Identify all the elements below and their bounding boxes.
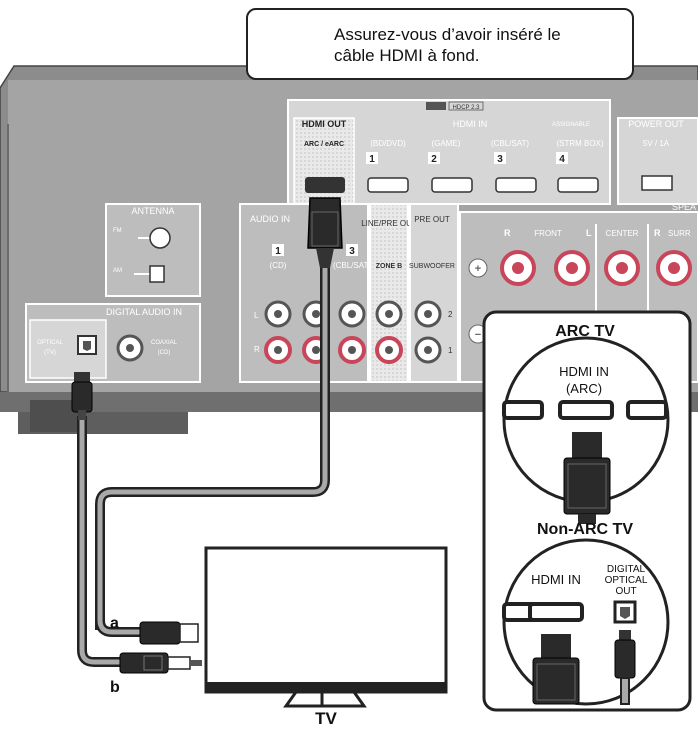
- optical-label: OPTICAL: [37, 340, 63, 346]
- hdmi-in-2-port: [431, 177, 473, 193]
- digital-audio-in-label: DIGITAL AUDIO IN: [106, 307, 182, 317]
- audio-in-section: AUDIO IN 1 (CD) 3 (CBL/SAT) L R: [239, 203, 371, 383]
- hdmi-in-label: HDMI IN: [453, 119, 488, 129]
- coaxial-cd-label: (CD): [158, 350, 171, 356]
- plus-label: +: [475, 263, 481, 275]
- cable-b-connector: [119, 652, 202, 674]
- hdmi-in-4-num: 4: [559, 154, 565, 165]
- front-l-label: L: [586, 228, 592, 238]
- front-r-label: R: [504, 228, 511, 238]
- channel-l-label: L: [254, 311, 259, 320]
- power-spec-label: 5V / 1A: [643, 139, 670, 148]
- arc-earc-label: ARC / eARC: [304, 141, 344, 148]
- optical-out-label: OPTICAL: [605, 575, 648, 586]
- non-arc-hdmi-in-label: HDMI IN: [531, 572, 581, 587]
- assignable-label: ASSIGNABLE: [552, 122, 590, 128]
- cable-b-label: b: [110, 679, 120, 696]
- note-callout: Assurez-vous d’avoir inséré le câble HDM…: [246, 8, 634, 80]
- hdmi-in-4-label: (STRM BOX): [556, 139, 603, 148]
- audio-in-3-num: 3: [349, 246, 355, 257]
- zone-b-section: LINE/PRE OUT ZONE B: [361, 203, 417, 383]
- am-label: AM: [113, 268, 122, 274]
- front-label: FRONT: [534, 229, 562, 238]
- arc-label: (ARC): [566, 381, 602, 396]
- fm-label: FM: [113, 228, 122, 234]
- channel-r-label: R: [254, 345, 260, 354]
- center-label: CENTER: [606, 229, 639, 238]
- hdmi-in-2-num: 2: [431, 154, 437, 165]
- digital-label: DIGITAL: [607, 564, 646, 575]
- zone-b-label: ZONE B: [376, 263, 402, 270]
- am-antenna-jack: [149, 265, 165, 283]
- pre-out-label: PRE OUT: [414, 215, 450, 224]
- hdmi-in-3-num: 3: [497, 154, 503, 165]
- fm-antenna-jack: [149, 227, 171, 249]
- power-out-label: POWER OUT: [628, 119, 684, 129]
- hdmi-section: HDCP 2.3 HDMI OUT ARC / eARC HDMI IN ASS…: [287, 99, 611, 205]
- optical-tv-label: (TV): [44, 350, 56, 356]
- digital-audio-in-section: DIGITAL AUDIO IN OPTICAL (TV) COAXIAL (C…: [25, 303, 201, 383]
- hdmi-in-3-label: (CBL/SAT): [491, 139, 529, 148]
- surr-label: SURR: [668, 229, 691, 238]
- non-arc-hdmi-plug: [532, 634, 580, 705]
- coaxial-label: COAXIAL: [151, 340, 178, 346]
- subwoofer-label: SUBWOOFER: [409, 263, 455, 270]
- hdmi-in-2-label: (GAME): [432, 139, 461, 148]
- note-line-2: câble HDMI à fond.: [334, 46, 480, 65]
- audio-in-label: AUDIO IN: [250, 214, 290, 224]
- hdmi-in-3-port: [495, 177, 537, 193]
- audio-in-1-label: (CD): [270, 261, 287, 270]
- tv: [204, 546, 448, 708]
- hdmi-cable: [95, 197, 343, 630]
- optical-cable: [71, 372, 120, 667]
- sub-2-label: 2: [448, 310, 453, 319]
- hdmi-inputs: (BD/DVD) (GAME) (CBL/SAT) (STRM BOX) 1 2…: [366, 139, 604, 193]
- note-line-1: Assurez-vous d’avoir inséré le: [334, 25, 561, 44]
- hdmi-in-1-label: (BD/DVD): [370, 139, 406, 148]
- minus-label: −: [475, 329, 481, 341]
- hdmi-in-4-port: [557, 177, 599, 193]
- hdcp-label: HDCP 2.3: [453, 105, 481, 111]
- usb-port: [641, 175, 673, 191]
- line-pre-out-label: LINE/PRE OUT: [361, 219, 417, 228]
- audio-in-3-label: (CBL/SAT): [333, 261, 371, 270]
- power-out-section: POWER OUT 5V / 1A: [617, 117, 698, 205]
- tv-label: TV: [315, 709, 337, 728]
- arc-tv-ports: [502, 400, 668, 420]
- speaker-terminals: [500, 250, 692, 286]
- cable-a-label: a: [110, 615, 119, 632]
- subwoofer-section: PRE OUT SUBWOOFER 2 1: [409, 203, 459, 383]
- sub-1-label: 1: [448, 346, 453, 355]
- non-arc-tv-ports: [502, 600, 637, 624]
- cable-a-connector: [95, 619, 199, 645]
- arc-hdmi-plug: [563, 432, 611, 524]
- hdmi-out-label: HDMI OUT: [302, 119, 347, 129]
- speakers-label: SPEA: [672, 202, 696, 212]
- optical-plug: [614, 630, 636, 705]
- surr-r-label: R: [654, 228, 661, 238]
- hdmi-out-port: [305, 177, 345, 193]
- arc-hdmi-in-label: HDMI IN: [559, 364, 609, 379]
- arc-tv-title: ARC TV: [555, 323, 615, 340]
- antenna-label: ANTENNA: [131, 206, 174, 216]
- out-label: OUT: [615, 586, 636, 597]
- audio-in-1-num: 1: [275, 246, 281, 257]
- antenna-section: ANTENNA FM AM: [105, 203, 201, 297]
- hdmi-in-1-port: [367, 177, 409, 193]
- hdmi-in-1-num: 1: [369, 154, 375, 165]
- tv-types-inset: ARC TV HDMI IN (ARC) Non-ARC TV HDMI IN …: [482, 310, 692, 712]
- non-arc-tv-title: Non-ARC TV: [537, 521, 633, 538]
- note-text: Assurez-vous d’avoir inséré le câble HDM…: [334, 24, 624, 66]
